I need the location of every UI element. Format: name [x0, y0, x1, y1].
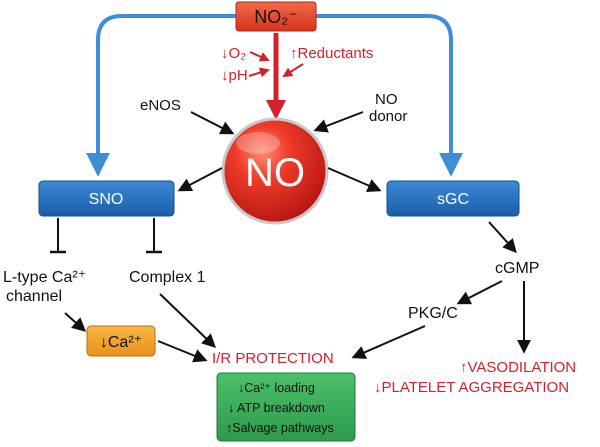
cgmp-label: cGMP	[495, 260, 539, 277]
nitrite-label: NO₂⁻	[254, 7, 298, 27]
ltype-line1: L-type Ca²⁺	[3, 269, 86, 286]
outcome-ca-loading: ↓Ca²⁺ loading	[238, 381, 315, 395]
ph-condition: ↓pH	[221, 67, 248, 84]
sno-label: SNO	[89, 191, 124, 208]
sgc-label: sGC	[437, 191, 469, 208]
ca-label: ↓Ca²⁺	[100, 334, 142, 351]
no-to-sgc-arrow	[327, 167, 382, 192]
sno-inhibits-ltype	[50, 218, 66, 254]
ca-to-ir-arrow	[157, 340, 208, 363]
enos-label: eNOS	[140, 97, 181, 114]
reductants-condition: ↑Reductants	[290, 45, 373, 62]
ir-protection-label: I/R PROTECTION	[212, 350, 334, 367]
ltype-line2: channel	[6, 288, 62, 305]
o2-condition: ↓O₂	[221, 45, 246, 62]
complex1-to-ir-arrow	[159, 293, 217, 348]
nitrite-to-sno-arrow	[86, 14, 236, 177]
nitrite-to-sgc-arrow	[316, 14, 463, 177]
sno-node: SNO	[38, 180, 175, 217]
nitrite-node: NO₂⁻	[235, 1, 317, 32]
no-node: NO	[221, 117, 329, 225]
complex1-label: Complex 1	[129, 269, 206, 286]
ca-node: ↓Ca²⁺	[86, 325, 156, 357]
pkg-label: PKG/C	[408, 305, 458, 322]
sno-inhibits-complex1	[146, 218, 162, 254]
outcome-salvage: ↑Salvage pathways	[226, 421, 334, 435]
no-to-sno-arrow	[177, 167, 223, 192]
sgc-to-cgmp-arrow	[488, 221, 517, 254]
vasodilation-label: ↑VASODILATION	[460, 359, 576, 376]
reductants-arrow	[282, 63, 304, 78]
no-label: NO	[245, 151, 305, 195]
no-donor-line1: NO	[375, 91, 398, 108]
no-donor-line2: donor	[369, 108, 407, 125]
cgmp-to-pkg-arrow	[456, 280, 503, 305]
o2-arrow	[249, 51, 270, 62]
pkg-to-ir-arrow	[351, 325, 426, 359]
platelet-label: ↓PLATELET AGGREGATION	[374, 379, 569, 396]
outcome-atp-breakdown: ↓ ATP breakdown	[228, 401, 325, 415]
sgc-node: sGC	[386, 180, 520, 217]
ir-outcome-box: ↓Ca²⁺ loading ↓ ATP breakdown ↑Salvage p…	[216, 372, 356, 442]
ph-arrow	[248, 67, 270, 78]
no-donor-to-no-arrow	[313, 111, 364, 133]
ltype-to-ca-arrow	[64, 312, 87, 332]
enos-to-no-arrow	[190, 111, 235, 135]
